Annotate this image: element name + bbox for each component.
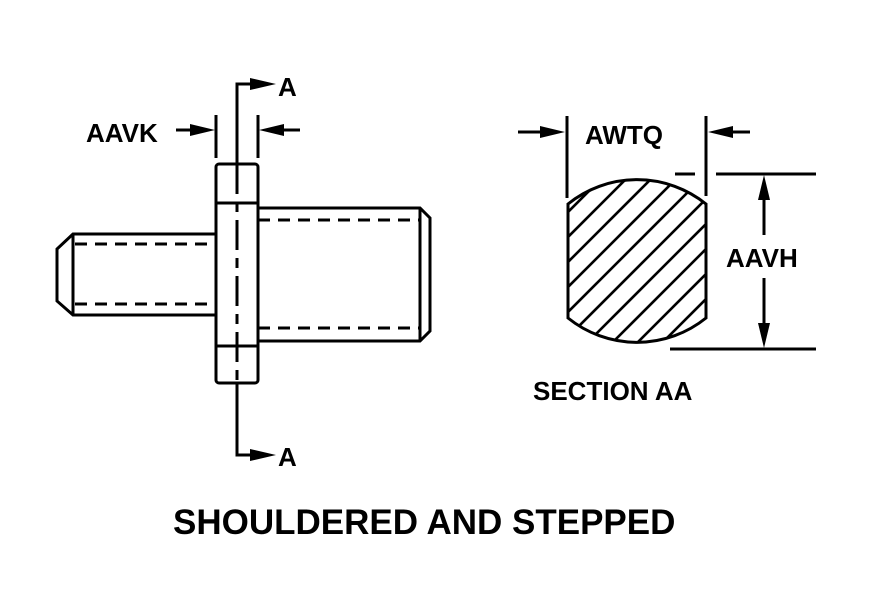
arrow-left-icon — [708, 126, 733, 138]
section-caption: SECTION AA — [533, 376, 693, 406]
side-view: A A AAVK — [55, 72, 432, 472]
section-view: AWTQ AAVH SECTION AA — [518, 116, 816, 406]
cutting-plane-line — [235, 78, 276, 461]
large-shaft — [258, 206, 432, 343]
dimension-label-aavk: AAVK — [86, 118, 158, 148]
small-shaft — [55, 232, 216, 317]
arrow-right-icon — [190, 124, 215, 136]
section-marker-top: A — [278, 72, 297, 102]
arrow-down-icon — [758, 323, 770, 348]
section-hatching — [568, 179, 706, 343]
arrow-up-icon — [758, 175, 770, 200]
drawing-title: SHOULDERED AND STEPPED — [173, 503, 675, 542]
dimension-awtq — [518, 116, 750, 198]
section-marker-bottom: A — [278, 442, 297, 472]
dimension-aavk — [176, 115, 300, 158]
dimension-aavh — [670, 172, 816, 351]
arrow-right-icon — [250, 78, 276, 90]
section-outline — [566, 178, 708, 344]
arrow-right-icon — [540, 126, 565, 138]
arrow-left-icon — [259, 124, 284, 136]
dimension-label-awtq: AWTQ — [585, 120, 663, 150]
arrow-right-icon — [250, 449, 276, 461]
dimension-label-aavh: AAVH — [726, 243, 798, 273]
